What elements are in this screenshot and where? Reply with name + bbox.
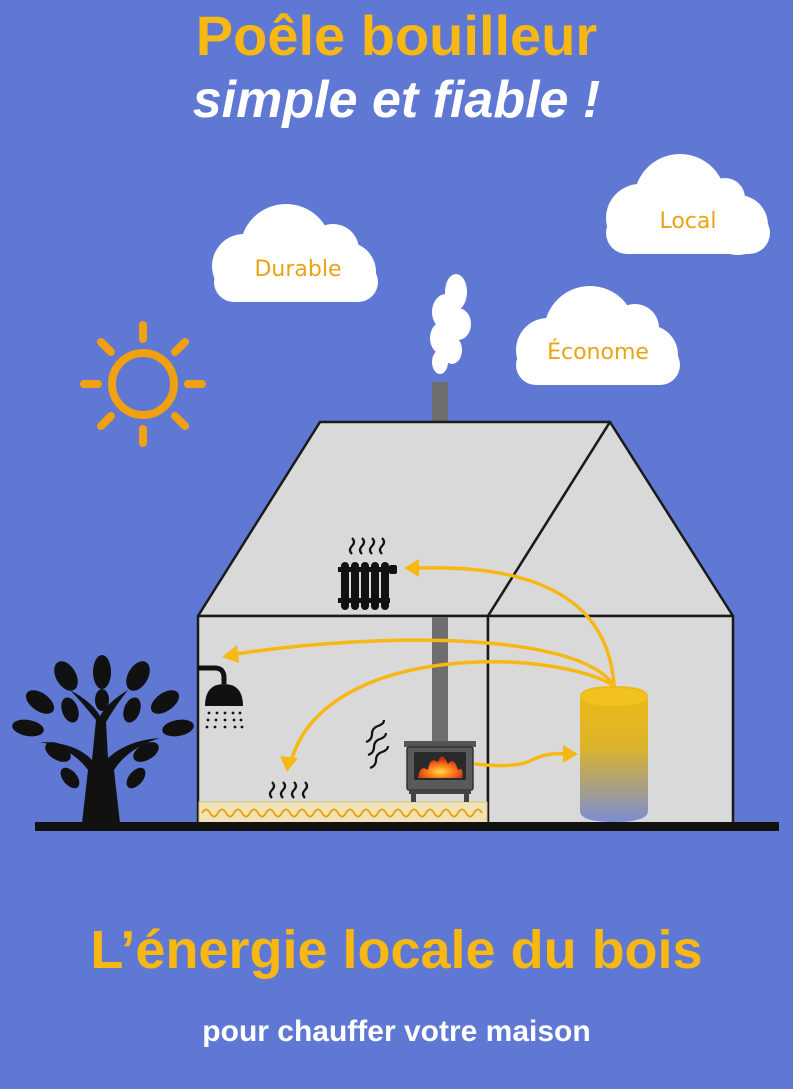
tree-icon bbox=[12, 655, 194, 823]
cloud-local bbox=[606, 154, 770, 255]
hot-water-tank-icon bbox=[580, 686, 648, 822]
ground-line bbox=[35, 822, 779, 831]
poster-title: Poêle bouilleur bbox=[195, 4, 598, 67]
sun-icon bbox=[80, 321, 206, 447]
chimney bbox=[432, 382, 448, 424]
arrowhead-radiator bbox=[404, 559, 419, 577]
arrowhead-shower bbox=[222, 645, 239, 663]
cloud-label-durable: Durable bbox=[254, 257, 341, 282]
arrowhead-tank bbox=[563, 745, 578, 763]
stove-pipe bbox=[432, 617, 448, 743]
arrowhead-floor bbox=[280, 756, 298, 772]
smoke-icon bbox=[430, 274, 471, 374]
cloud-label-econome: Économe bbox=[547, 339, 649, 365]
poster-headline: L’énergie locale du bois bbox=[90, 920, 703, 980]
shower-icon bbox=[198, 665, 244, 729]
wood-stove-icon bbox=[404, 741, 476, 802]
poster-subtitle: simple et fiable ! bbox=[192, 71, 601, 129]
arrow-tank-to-shower bbox=[234, 638, 616, 688]
cloud-durable bbox=[212, 204, 378, 302]
radiator-icon bbox=[338, 537, 397, 610]
cloud-label-local: Local bbox=[659, 209, 716, 234]
stove-heat-waves-icon bbox=[365, 719, 390, 770]
arrow-tank-to-floor bbox=[290, 660, 616, 760]
arrow-tank-to-radiator bbox=[416, 566, 616, 688]
arrow-stove-to-tank bbox=[474, 751, 567, 768]
heat-flow-arrows bbox=[222, 559, 616, 772]
floor-heating-icon bbox=[198, 801, 488, 824]
poster-tagline: pour chauffer votre maison bbox=[202, 1015, 591, 1048]
floor-heat-waves-icon bbox=[268, 781, 309, 799]
cloud-econome bbox=[516, 286, 680, 385]
